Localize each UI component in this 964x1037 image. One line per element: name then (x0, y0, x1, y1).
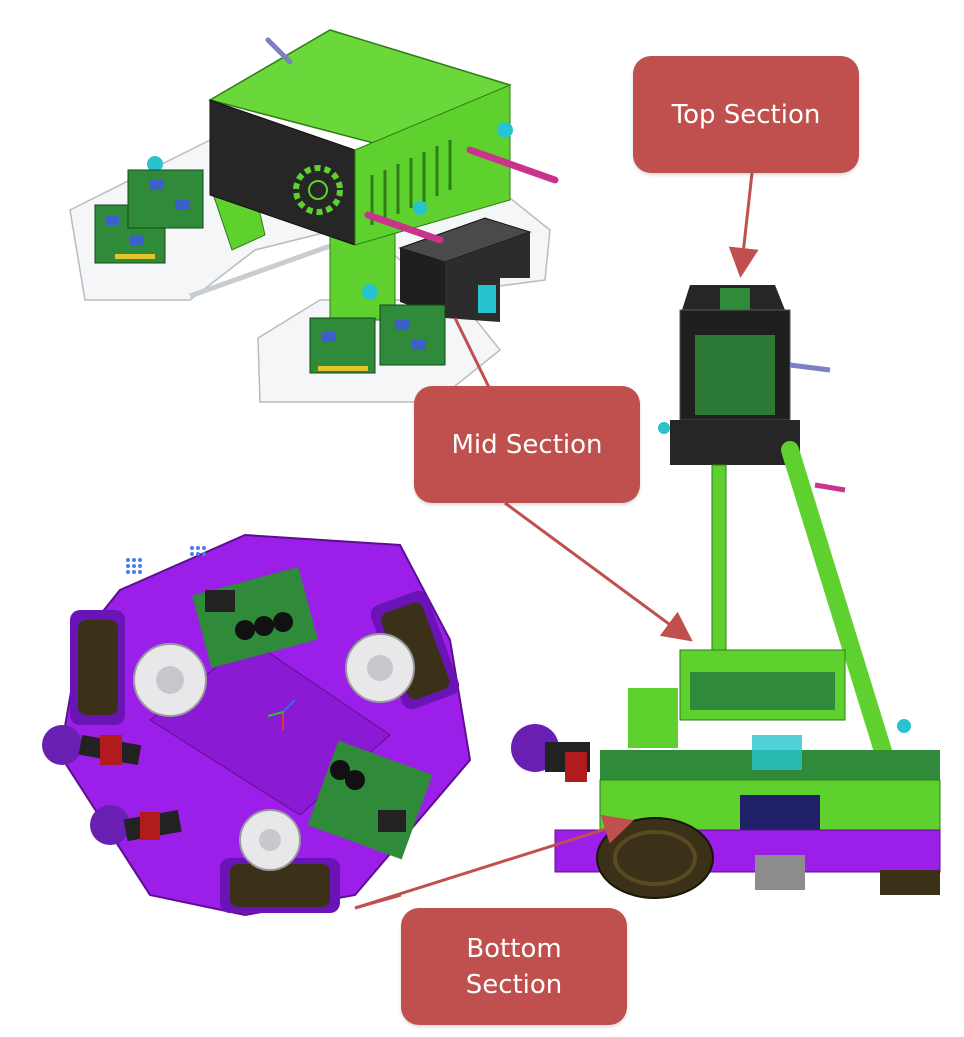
rod-right (466, 146, 559, 184)
knob (147, 156, 163, 172)
sensor-housing-front (400, 248, 445, 318)
top-section-view (69, 29, 559, 403)
slanted-pillar (781, 441, 904, 799)
arrow-bottom-section (354, 814, 634, 910)
left-pillar (711, 464, 727, 651)
marker-dots (126, 546, 206, 574)
motor-right (345, 633, 415, 703)
motor-bottom (239, 809, 301, 871)
rear-rollers (880, 870, 940, 895)
top-plate (670, 420, 800, 465)
callout-label: Mid Section (451, 429, 603, 460)
mid-side-bracket (628, 688, 678, 748)
side-arm-upper (42, 725, 142, 766)
callout-label-line1: Bottom (466, 933, 562, 964)
top-section-callout: Top Section (633, 56, 859, 173)
side-wheel-assembly (511, 724, 590, 782)
vent-slots (370, 140, 452, 225)
motor-left (133, 643, 207, 717)
capacitor-board-lower (307, 740, 433, 860)
axis-triad-icon (267, 699, 296, 730)
side-arm-lower (90, 805, 182, 845)
callout-label-line2: Section (465, 969, 563, 1000)
wheel-pocket-right (370, 590, 460, 710)
rod-top (265, 37, 293, 65)
circuit-boards-upper (94, 169, 204, 264)
arrow-mid-section (504, 501, 693, 642)
bottom-section-view (42, 533, 472, 917)
rod-front (364, 211, 444, 244)
omni-wheel (596, 817, 714, 899)
knob (362, 284, 378, 300)
wheel-pocket-left (70, 610, 125, 725)
knob (497, 122, 513, 138)
knob (413, 201, 427, 215)
wheel-pocket-bottom (220, 858, 340, 913)
gear-icon (293, 165, 343, 215)
circuit-boards-lower (309, 304, 446, 374)
top-box-side (354, 84, 511, 246)
callout-label: Top Section (671, 99, 821, 130)
bottom-section-callout: Bottom Section (401, 908, 627, 1025)
assembled-robot-view (511, 285, 941, 899)
sensor-housing-side (445, 232, 530, 322)
mid-section-callout: Mid Section (414, 386, 640, 503)
capacitor-board-upper (192, 567, 318, 668)
arrow-top-section (728, 172, 759, 278)
